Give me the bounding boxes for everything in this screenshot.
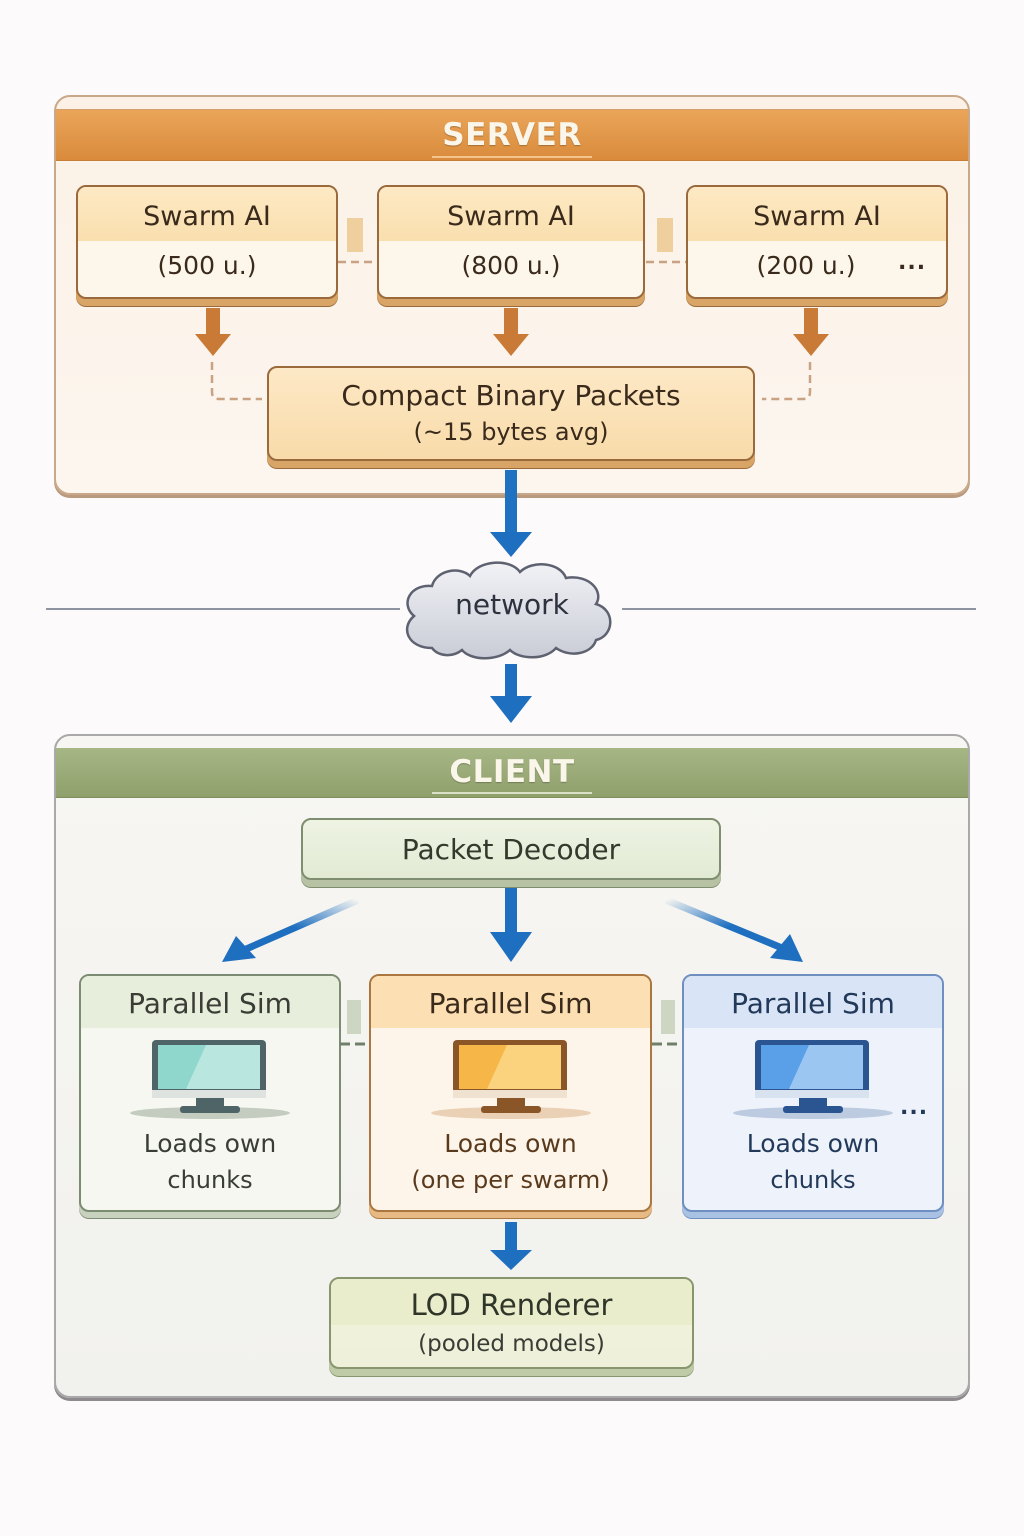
client-header: CLIENT (56, 748, 968, 798)
sim-line2: (one per swarm) (411, 1166, 610, 1194)
sim-line2: chunks (167, 1166, 253, 1194)
sim-connector-2 (661, 1000, 675, 1034)
arrow-down-icon (195, 308, 231, 356)
swarm-ai-box-1[interactable]: Swarm AI (500 u.) (76, 185, 338, 299)
compact-binary-packets-box[interactable]: Compact Binary Packets (~15 bytes avg) (267, 366, 755, 461)
sim-line1: Loads own (746, 1129, 880, 1158)
swarm-label: Swarm AI (753, 201, 881, 232)
server-more-indicator: ... (898, 250, 927, 275)
client-title-underline (432, 792, 592, 794)
arrow-diagonal-left-icon (222, 896, 360, 962)
arrow-down-icon (493, 308, 529, 356)
server-arrows (195, 308, 829, 356)
swarm-label: Swarm AI (447, 201, 575, 232)
network-label: network (455, 588, 569, 621)
network-boundary-left (46, 608, 400, 610)
server-title: SERVER (442, 117, 582, 153)
swarm-ai-box-3[interactable]: Swarm AI (200 u.) (686, 185, 948, 299)
sim-line1: Loads own (444, 1129, 577, 1158)
dashed-link (762, 362, 812, 401)
flow-arrows (490, 470, 532, 1270)
arrow-down-icon (793, 308, 829, 356)
swarm-connector-1 (347, 218, 363, 252)
swarm-connector-2 (657, 218, 673, 252)
arrow-down-icon (490, 1222, 532, 1270)
cloud-icon (405, 561, 612, 660)
sim-title: Parallel Sim (684, 976, 942, 1028)
server-header: SERVER (56, 109, 968, 161)
arrow-down-icon (490, 888, 532, 962)
sim-line2: chunks (770, 1166, 856, 1194)
swarm-units: (500 u.) (157, 251, 257, 280)
packets-subtitle: (~15 bytes avg) (413, 418, 609, 446)
decoder-title: Packet Decoder (401, 833, 621, 866)
monitor-icon (130, 1040, 290, 1119)
dashed-link (210, 362, 262, 401)
monitor-icon (733, 1040, 893, 1119)
arrow-diagonal-right-icon (664, 896, 803, 962)
sim-title: Parallel Sim (81, 976, 339, 1028)
sim-title: Parallel Sim (371, 976, 650, 1028)
swarm-ai-box-2[interactable]: Swarm AI (800 u.) (377, 185, 645, 299)
sim-connector-1 (347, 1000, 361, 1034)
client-title: CLIENT (449, 754, 575, 790)
swarm-label: Swarm AI (143, 201, 271, 232)
client-more-indicator: ... (900, 1095, 929, 1120)
packets-title: Compact Binary Packets (341, 379, 681, 412)
monitor-icon (430, 1040, 591, 1119)
renderer-title: LOD Renderer (331, 1279, 692, 1325)
parallel-sim-box-2[interactable]: Parallel Sim Loads own (one per swarm) (369, 974, 652, 1212)
lod-renderer-box[interactable]: LOD Renderer (pooled models) (329, 1277, 694, 1369)
swarm-dashed-links (210, 260, 812, 401)
arrow-down-icon (490, 470, 532, 557)
network-boundary-right (622, 608, 976, 610)
parallel-sim-box-3[interactable]: Parallel Sim Loads own chunks (682, 974, 944, 1212)
swarm-units: (200 u.) (756, 251, 856, 280)
renderer-subtitle: (pooled models) (418, 1331, 605, 1357)
parallel-sim-box-1[interactable]: Parallel Sim Loads own chunks (79, 974, 341, 1212)
swarm-units: (800 u.) (461, 251, 561, 280)
server-title-underline (432, 156, 592, 158)
arrow-down-icon (490, 664, 532, 723)
packet-decoder-box[interactable]: Packet Decoder (301, 818, 721, 880)
sim-line1: Loads own (143, 1129, 277, 1158)
